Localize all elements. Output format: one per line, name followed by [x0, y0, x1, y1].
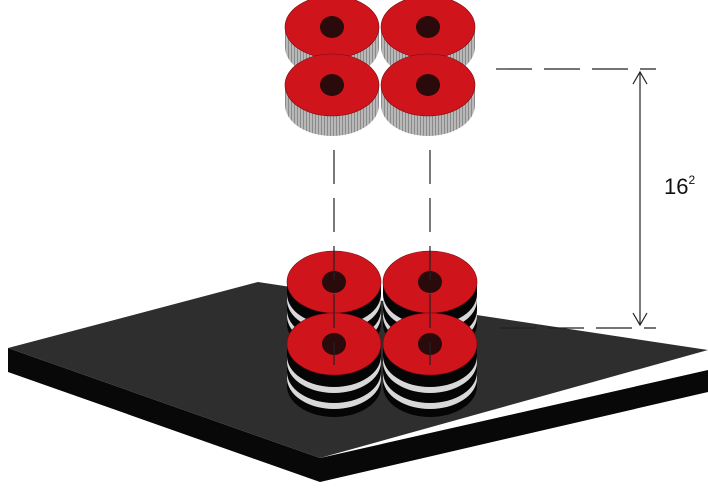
upper-disc-stack	[284, 0, 476, 136]
upper-disc-back-left-center-dot	[320, 16, 344, 38]
base-plate-side	[8, 348, 708, 482]
dimension-label-superscript: 2	[688, 172, 696, 187]
lower-disc-back-left-center-dot	[322, 271, 346, 293]
lower-disc-back-right-center-dot	[418, 271, 442, 293]
dimension-arrow	[632, 70, 648, 327]
upper-disc-front-right-center-dot	[416, 74, 440, 96]
upper-disc-front-right	[380, 53, 476, 136]
dimension-label: 162	[664, 172, 696, 200]
lower-disc-stack	[286, 250, 478, 417]
upper-disc-back-right-center-dot	[416, 16, 440, 38]
upper-disc-front-left-center-dot	[320, 74, 344, 96]
dimension-label-base: 16	[664, 174, 689, 199]
upper-disc-front-left	[284, 53, 380, 136]
